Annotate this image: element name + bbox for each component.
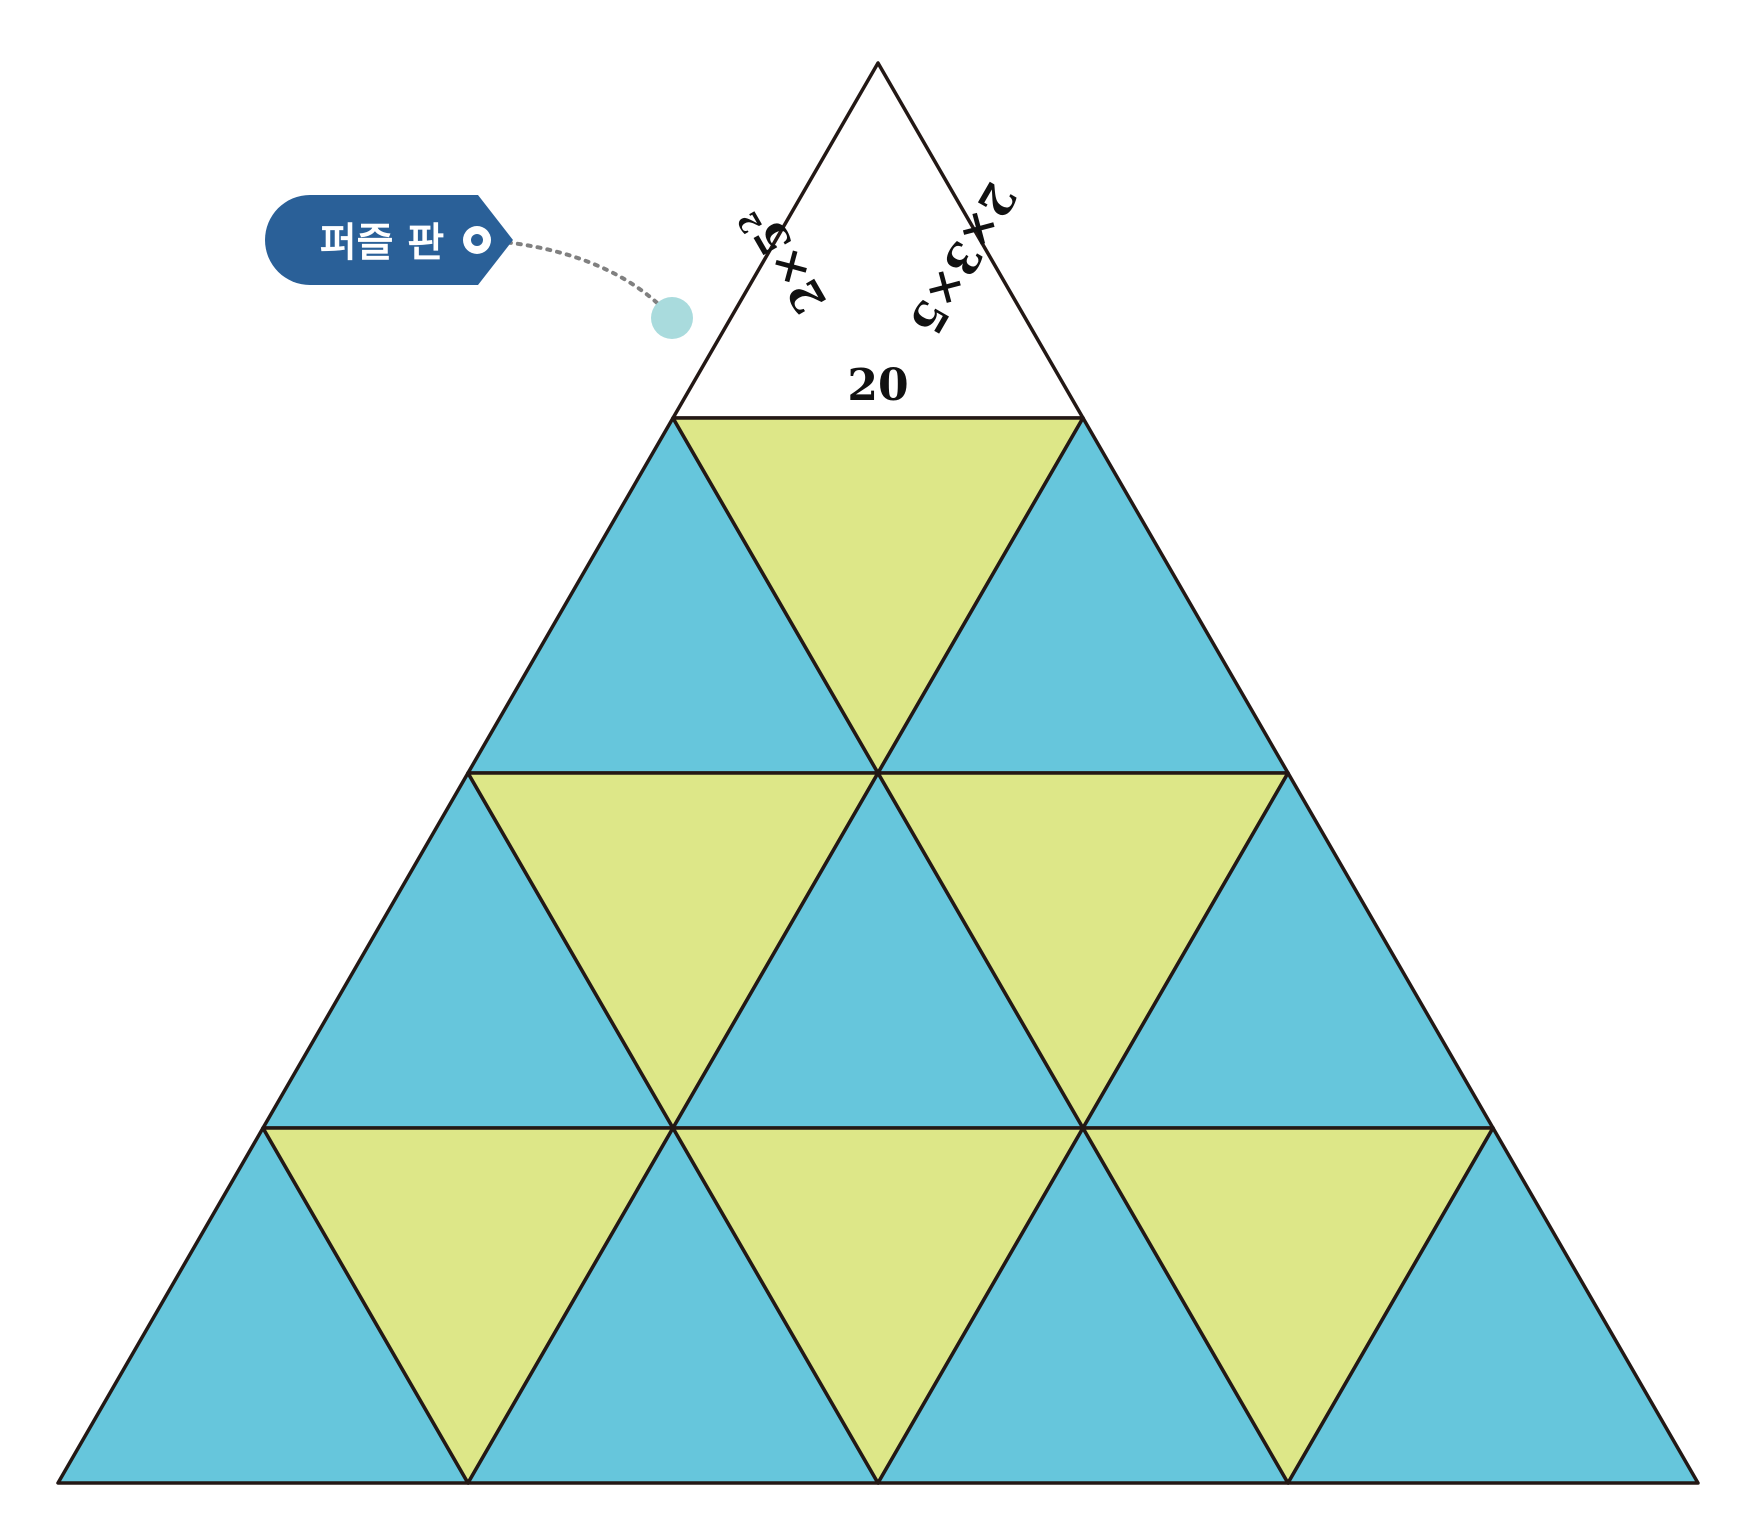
pointer-dot bbox=[651, 297, 693, 339]
tag-shape bbox=[265, 195, 513, 285]
triangle-tile-r3-c6 bbox=[1286, 1126, 1700, 1485]
triangle-tiles bbox=[56, 61, 1700, 1485]
leader-line bbox=[476, 238, 674, 320]
tag-hole-center bbox=[471, 234, 483, 246]
tag-label: 퍼즐 판 bbox=[320, 220, 445, 266]
puzzle-board-tag: 퍼즐 판 bbox=[265, 195, 693, 339]
bottom-value-label: 20 bbox=[847, 360, 908, 411]
